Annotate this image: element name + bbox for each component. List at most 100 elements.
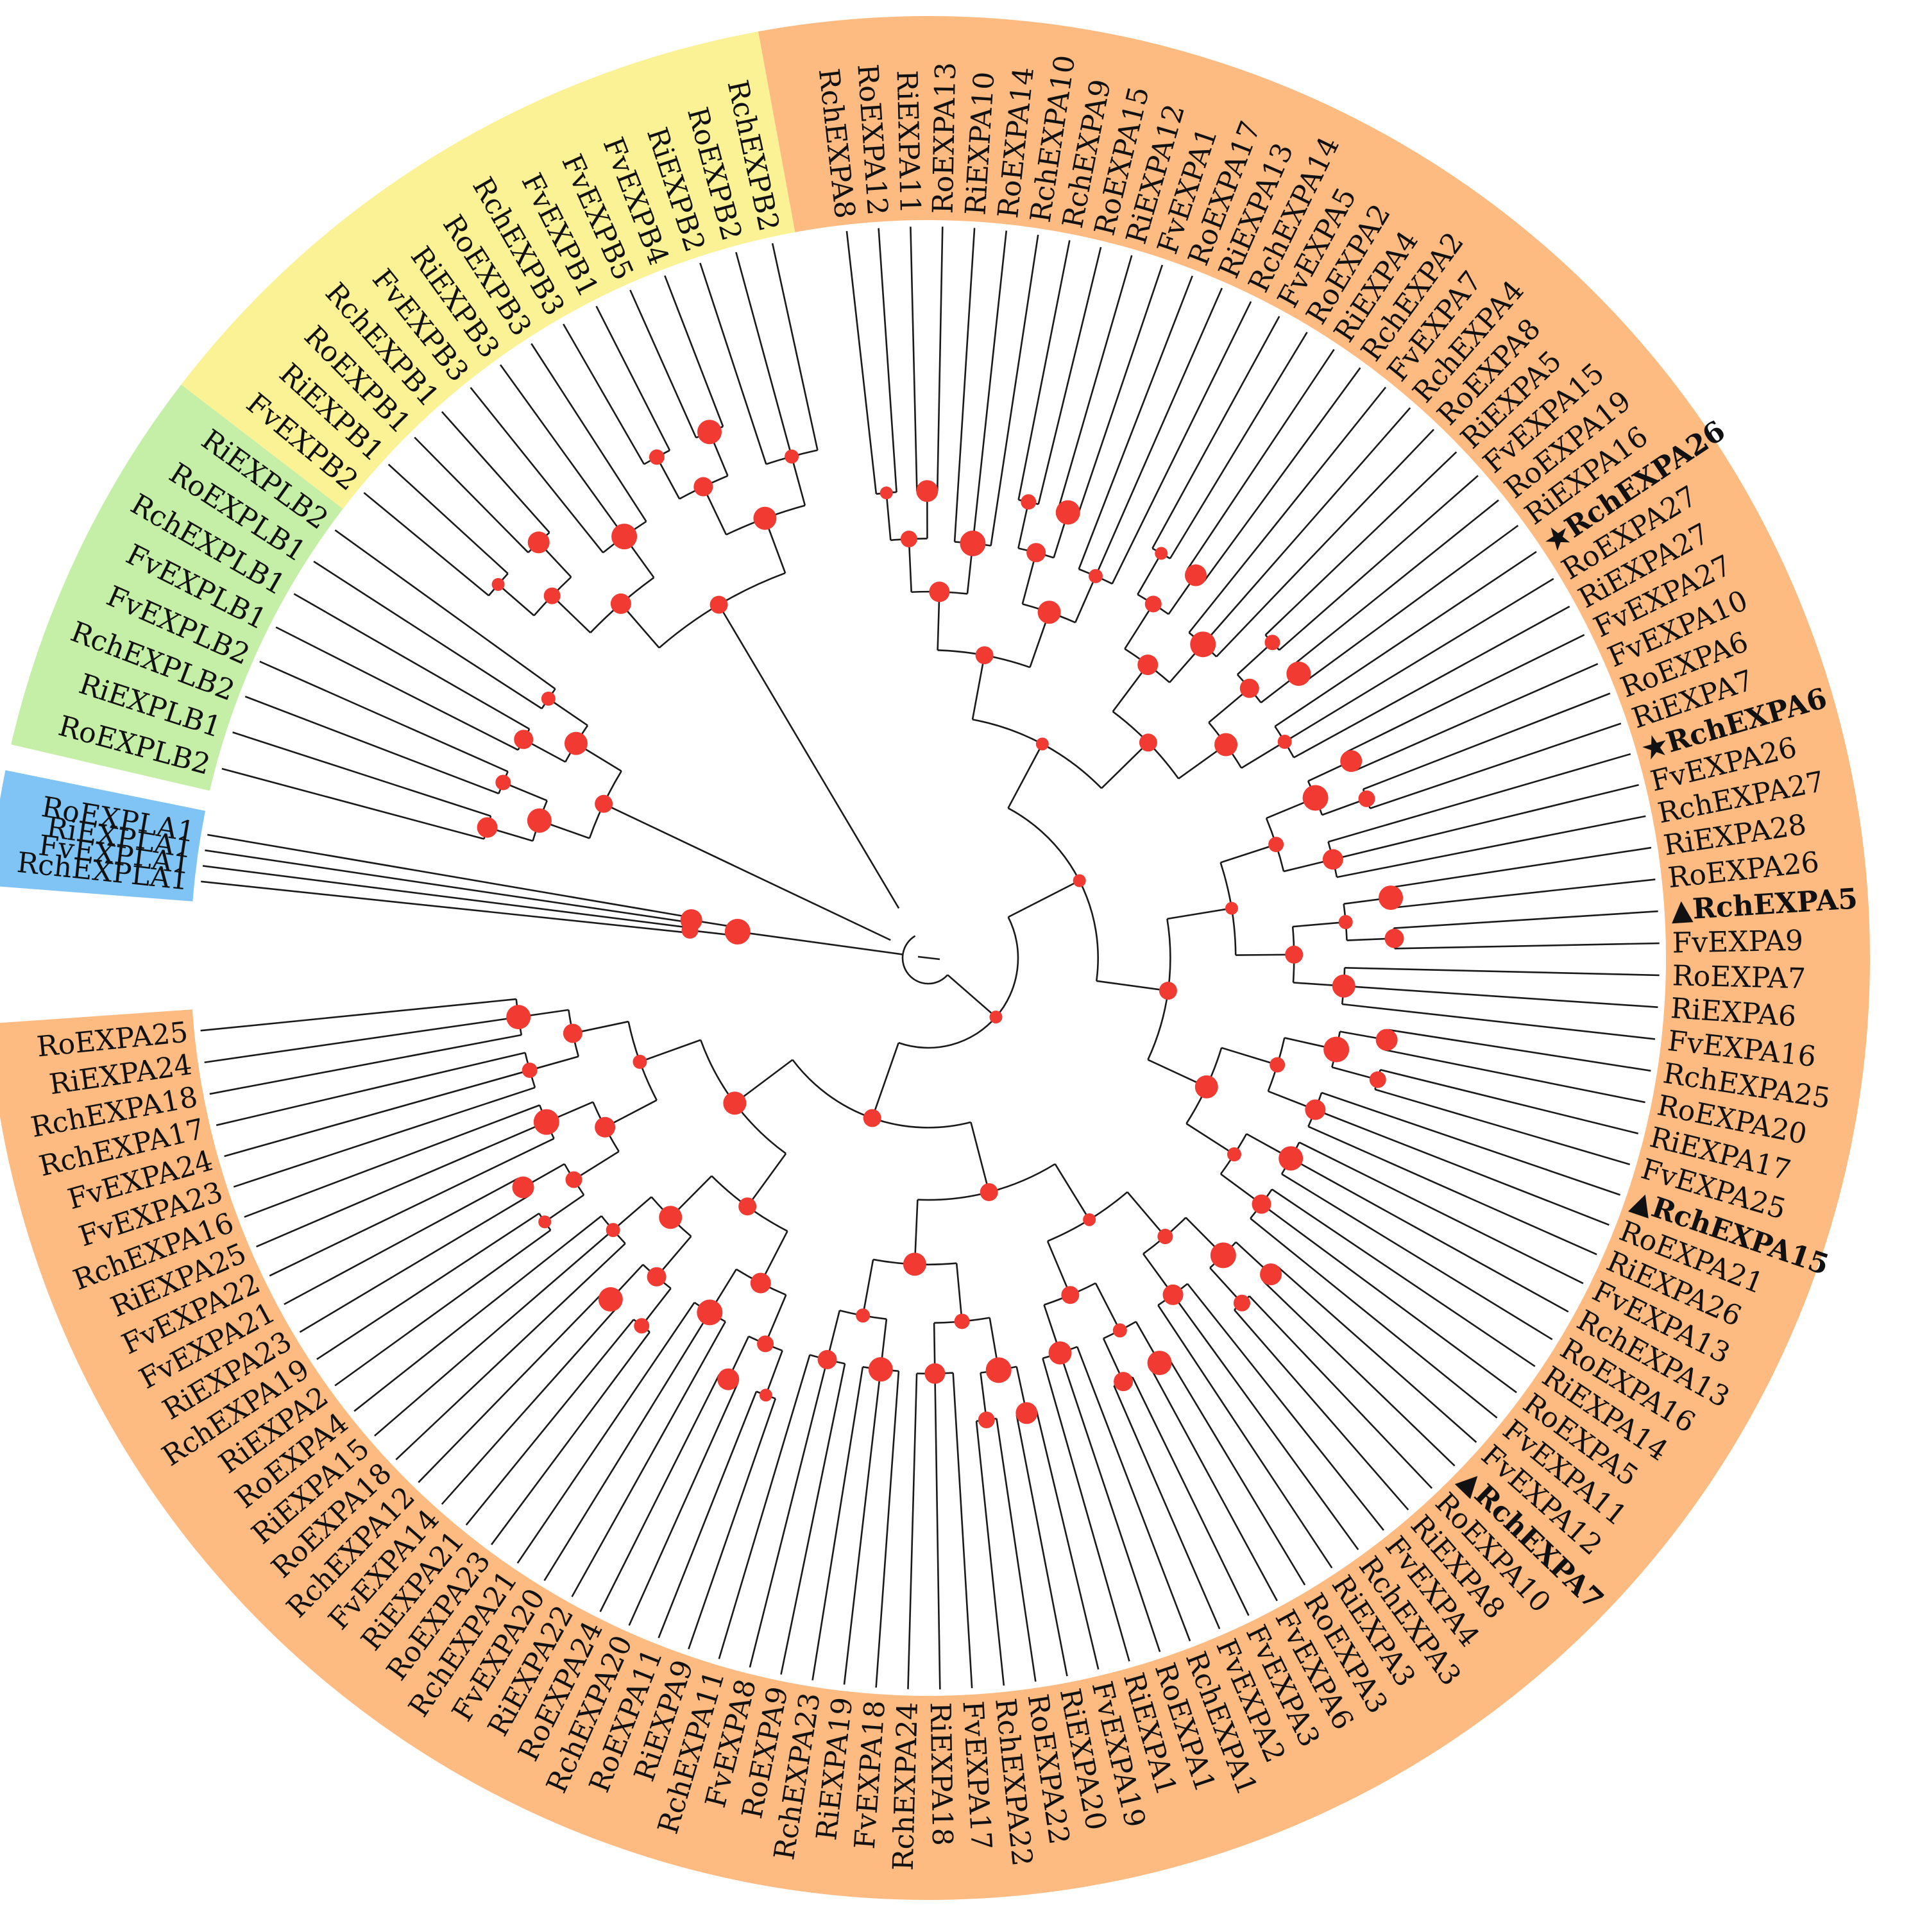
branch bbox=[1169, 332, 1308, 560]
support-dot bbox=[1358, 790, 1375, 807]
support-dot bbox=[1214, 733, 1238, 757]
branch bbox=[259, 660, 509, 773]
branch bbox=[875, 1371, 900, 1688]
branch bbox=[1111, 301, 1252, 585]
support-dot bbox=[563, 1023, 582, 1043]
tree-branches bbox=[200, 227, 1660, 1689]
branch bbox=[1037, 246, 1102, 505]
support-dot bbox=[1037, 601, 1061, 624]
branch bbox=[1237, 642, 1273, 676]
branch bbox=[907, 1373, 918, 1689]
leaf-label-roexpa13: RoEXPA13 bbox=[926, 62, 962, 214]
branch bbox=[441, 1305, 619, 1505]
branch bbox=[734, 1059, 794, 1104]
branch bbox=[910, 227, 918, 492]
root-branch bbox=[917, 955, 940, 961]
branch bbox=[1307, 1125, 1597, 1256]
band-expb bbox=[181, 31, 795, 509]
branch bbox=[1394, 942, 1660, 950]
branch bbox=[1261, 1203, 1517, 1394]
support-dot bbox=[1155, 547, 1168, 560]
support-dot bbox=[738, 1197, 757, 1216]
branch bbox=[1384, 1048, 1645, 1104]
branch bbox=[1234, 1309, 1409, 1510]
branch bbox=[548, 697, 588, 726]
support-dot bbox=[512, 1176, 534, 1199]
branch bbox=[699, 262, 767, 465]
branch bbox=[1370, 722, 1622, 810]
support-dot bbox=[647, 1267, 667, 1287]
support-dot bbox=[527, 808, 552, 833]
branch bbox=[1279, 475, 1479, 651]
branch bbox=[1132, 1376, 1250, 1616]
branch bbox=[871, 1042, 899, 1118]
branch bbox=[1346, 634, 1585, 753]
branch bbox=[573, 1150, 620, 1181]
support-dot bbox=[1375, 1029, 1398, 1051]
branch bbox=[1277, 1266, 1477, 1443]
branch bbox=[658, 1391, 758, 1639]
support-dot bbox=[1112, 1323, 1127, 1338]
branch bbox=[996, 1418, 1037, 1682]
branch bbox=[224, 1069, 531, 1158]
branch bbox=[771, 243, 819, 450]
support-dot bbox=[1338, 915, 1353, 930]
branch bbox=[1363, 692, 1611, 791]
support-dot bbox=[610, 593, 631, 614]
support-dot bbox=[916, 480, 939, 502]
support-dot bbox=[693, 477, 713, 497]
support-dot bbox=[1260, 1263, 1282, 1285]
branch bbox=[334, 529, 556, 690]
branch bbox=[1057, 255, 1133, 510]
branch bbox=[363, 492, 489, 597]
branch bbox=[1096, 980, 1169, 992]
branch bbox=[216, 1052, 525, 1126]
branch bbox=[441, 411, 550, 533]
support-dot bbox=[759, 1389, 772, 1402]
support-dot bbox=[1139, 733, 1157, 752]
support-dot bbox=[1194, 1075, 1218, 1099]
branch bbox=[516, 1302, 695, 1564]
branch bbox=[201, 880, 690, 934]
branch bbox=[1343, 985, 1658, 1009]
branch bbox=[990, 234, 1039, 546]
support-dot bbox=[1021, 494, 1037, 510]
branch bbox=[603, 803, 891, 941]
branch bbox=[1094, 1283, 1121, 1331]
branch bbox=[275, 626, 519, 751]
support-dot bbox=[985, 1357, 1012, 1383]
support-dot bbox=[1061, 1286, 1080, 1304]
support-dot bbox=[1083, 1213, 1096, 1226]
support-dot bbox=[514, 730, 534, 749]
branch bbox=[1221, 1047, 1278, 1066]
support-dot bbox=[1184, 564, 1207, 586]
support-dot bbox=[724, 919, 751, 945]
branch bbox=[1298, 1141, 1584, 1285]
branch bbox=[1017, 501, 1030, 549]
support-dot bbox=[1379, 885, 1404, 910]
support-dot bbox=[565, 1171, 582, 1188]
branch bbox=[374, 1229, 614, 1437]
branch bbox=[470, 387, 604, 554]
support-dot bbox=[1073, 874, 1086, 887]
branch bbox=[1113, 1385, 1221, 1630]
support-dot bbox=[633, 1054, 647, 1069]
support-dot bbox=[1332, 974, 1355, 998]
support-dot bbox=[1210, 1242, 1236, 1269]
support-dot bbox=[1239, 678, 1259, 698]
leaf-label-roexpa7: RoEXPA7 bbox=[1672, 959, 1806, 995]
support-dot bbox=[527, 531, 550, 554]
support-dot bbox=[817, 1349, 837, 1369]
branch bbox=[1391, 878, 1656, 909]
branch bbox=[334, 1229, 552, 1387]
support-dot bbox=[1144, 595, 1162, 613]
support-dot bbox=[1252, 1194, 1271, 1214]
branch bbox=[1271, 1188, 1536, 1367]
band-explb bbox=[11, 384, 343, 791]
branch bbox=[244, 696, 499, 794]
branch bbox=[1076, 1346, 1191, 1641]
branch bbox=[1035, 1410, 1100, 1670]
support-dot bbox=[659, 1206, 683, 1229]
support-dot bbox=[1322, 849, 1343, 870]
leaf-name: RchEXPA24 bbox=[887, 1702, 924, 1871]
